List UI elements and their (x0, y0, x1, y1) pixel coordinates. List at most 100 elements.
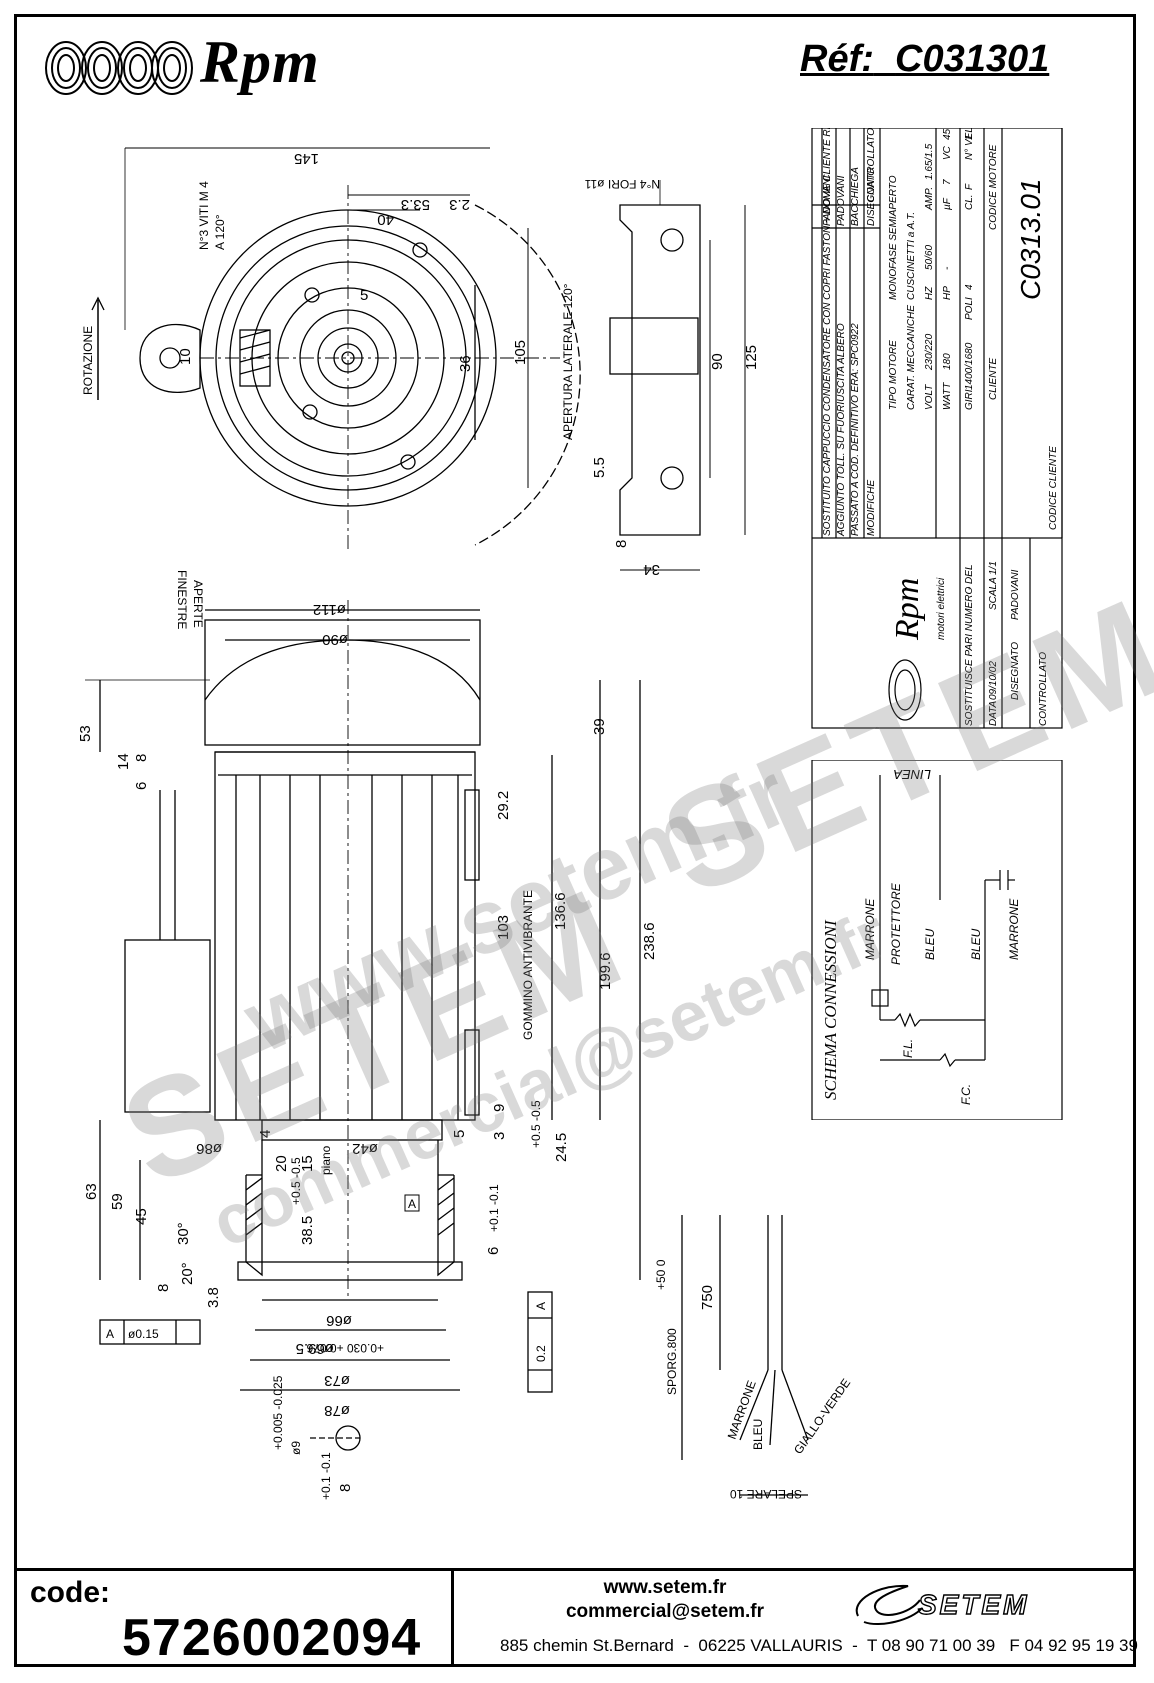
giri: 1400/1680 (964, 342, 975, 390)
scala: 1/1 (988, 561, 999, 575)
svg-text:APERTE: APERTE (191, 580, 205, 628)
footer-email-link[interactable]: commercial@setem.fr (565, 1601, 765, 1622)
svg-text:PASSATO A COD. DEFINITIVO ERA:: PASSATO A COD. DEFINITIVO ERA: SPC0922 (850, 323, 861, 536)
controllato-label: CONTROLLATO (1038, 652, 1049, 726)
svg-text:FINESTRE: FINESTRE (175, 570, 189, 629)
svg-text:MODIFICHE: MODIFICHE (866, 480, 877, 536)
wire-bleu-2: BLEU (969, 928, 983, 960)
code-value: 5726002094 (122, 1609, 422, 1667)
controllato-header: CONTROLLATO (866, 128, 877, 202)
svg-text:SOSTITUITO CAPPUCCIO CONDENSAT: SOSTITUITO CAPPUCCIO CONDENSATORE CON CO… (822, 128, 833, 536)
fc-label: F.C. (959, 1084, 973, 1105)
svg-text:ø73: ø73 (324, 1372, 350, 1389)
reference: Réf: C031301 (800, 38, 1049, 81)
svg-text:+0.005 -0.025: +0.005 -0.025 (271, 1375, 285, 1450)
cliente-label: CLIENTE (988, 357, 999, 400)
svg-text:145: 145 (294, 150, 319, 167)
svg-text:5: 5 (360, 287, 368, 304)
svg-text:8: 8 (613, 540, 630, 548)
svg-text:136.6: 136.6 (552, 892, 569, 930)
svg-text:8: 8 (337, 1484, 354, 1492)
code-box (14, 1568, 454, 1667)
svg-text:9: 9 (491, 1104, 508, 1112)
svg-text:ø66: ø66 (326, 1312, 352, 1329)
svg-text:+0.030 +0.076: +0.030 +0.076 (306, 1341, 384, 1355)
svg-text:ø0.15: ø0.15 (128, 1327, 159, 1341)
svg-text:APERTURA LATERALE 120°: APERTURA LATERALE 120° (561, 283, 575, 440)
disegnato-header: DISEGNATO (866, 168, 877, 226)
svg-text:BLEU: BLEU (751, 1419, 765, 1450)
motor-side-view (85, 600, 809, 1496)
svg-text:+50 0: +50 0 (654, 1259, 668, 1290)
footer-website-link[interactable]: www.setem.fr (603, 1577, 727, 1598)
svg-text:105: 105 (512, 340, 529, 365)
amp: 1.65/1.5 (924, 143, 935, 180)
volt: 230/220 (924, 333, 935, 371)
brand-name: Rpm (200, 29, 320, 95)
linea-label: LINEA (893, 767, 931, 782)
schema-texts: SCHEMA CONNESSIONI LINEA MARRONE PROTETT… (821, 767, 1021, 1105)
wire-protettore: PROTETTORE (889, 882, 903, 965)
technical-drawing: 145 53.3 40 2.3 N°3 VITI M 4 A 120° ROTA… (77, 147, 853, 1501)
rev3-row: SOSTITUITO CAPPUCCIO CONDENSATORE CON CO… (822, 128, 833, 536)
cl: F (964, 183, 975, 190)
volt-label: VOLT (924, 384, 935, 410)
svg-text:SPORG.800: SPORG.800 (665, 1328, 679, 1395)
rev1-disegnato: BACCHIEGA (850, 167, 861, 226)
svg-text:40: 40 (377, 211, 394, 228)
svg-text:63: 63 (83, 1183, 100, 1200)
svg-text:38.5: 38.5 (299, 1216, 316, 1245)
svg-text:A: A (408, 1197, 416, 1211)
sostituisce-label: SOSTITUISCE PARI NUMERO DEL (964, 564, 975, 726)
uf-label: µF (942, 197, 953, 210)
wire-marrone-1: MARRONE (863, 898, 877, 960)
ref-value: C031301 (895, 38, 1050, 80)
hz: 50/60 (924, 245, 935, 270)
svg-text:20: 20 (273, 1155, 290, 1172)
svg-text:ROTAZIONE: ROTAZIONE (81, 326, 95, 395)
poli: 4 (964, 284, 975, 290)
svg-text:5: 5 (451, 1130, 468, 1138)
svg-text:2.3: 2.3 (449, 196, 470, 213)
svg-text:ø86: ø86 (196, 1140, 222, 1157)
watt: 180 (942, 353, 953, 370)
svg-text:103: 103 (495, 915, 512, 940)
svg-text:piano: piano (319, 1145, 333, 1175)
disegnato: PADOVANI (1010, 569, 1021, 620)
svg-text:39: 39 (591, 718, 608, 735)
data-value: 09/10/02 (988, 661, 999, 700)
svg-text:59: 59 (109, 1193, 126, 1210)
wire-marrone-2: MARRONE (1007, 898, 1021, 960)
nvel: 1 (964, 134, 975, 140)
svg-text:53: 53 (77, 725, 94, 742)
poli-label: POLI (964, 297, 975, 320)
setem-logo: SETEM (855, 1584, 1029, 1626)
svg-text:A: A (534, 1302, 548, 1310)
carat-label: CARAT. MECCANICHE (906, 305, 917, 410)
mounting-bracket (609, 180, 746, 571)
vc-label: VC (942, 145, 953, 160)
tipo-motore: MONOFASE SEMIAPERTO (888, 175, 899, 300)
footer-address: 885 chemin St.Bernard - 06225 VALLAURIS … (500, 1636, 1138, 1655)
svg-text:ø69.5: ø69.5 (296, 1340, 334, 1357)
svg-text:24.5: 24.5 (553, 1133, 570, 1162)
code-label: code: (30, 1576, 111, 1609)
cl-label: CL. (964, 194, 975, 210)
svg-text:30°: 30° (175, 1222, 192, 1245)
codice-motore: C0313.01 (1015, 179, 1046, 300)
sostituisce: - (964, 586, 975, 590)
hz-label: HZ (924, 286, 935, 300)
setem-logo-text: SETEM (918, 1589, 1029, 1620)
rev2-disegnato: PADOVANI (836, 175, 847, 226)
svg-text:A: A (106, 1327, 114, 1341)
svg-text:29.2: 29.2 (495, 791, 512, 820)
title-block: SOSTITUITO CAPPUCCIO CONDENSATORE CON CO… (811, 128, 1063, 538)
connection-schema: SCHEMA CONNESSIONI LINEA MARRONE PROTETT… (811, 760, 1063, 1120)
svg-text:GOMMINO ANTIVIBRANTE: GOMMINO ANTIVIBRANTE (521, 890, 535, 1040)
svg-text:5.5: 5.5 (591, 457, 608, 478)
svg-text:53.3: 53.3 (401, 196, 430, 213)
data-label: DATA (988, 700, 999, 726)
disegnato-label: DISEGNATO (1010, 642, 1021, 700)
svg-text:14: 14 (115, 753, 132, 770)
rpm-coil-logo (45, 41, 193, 95)
